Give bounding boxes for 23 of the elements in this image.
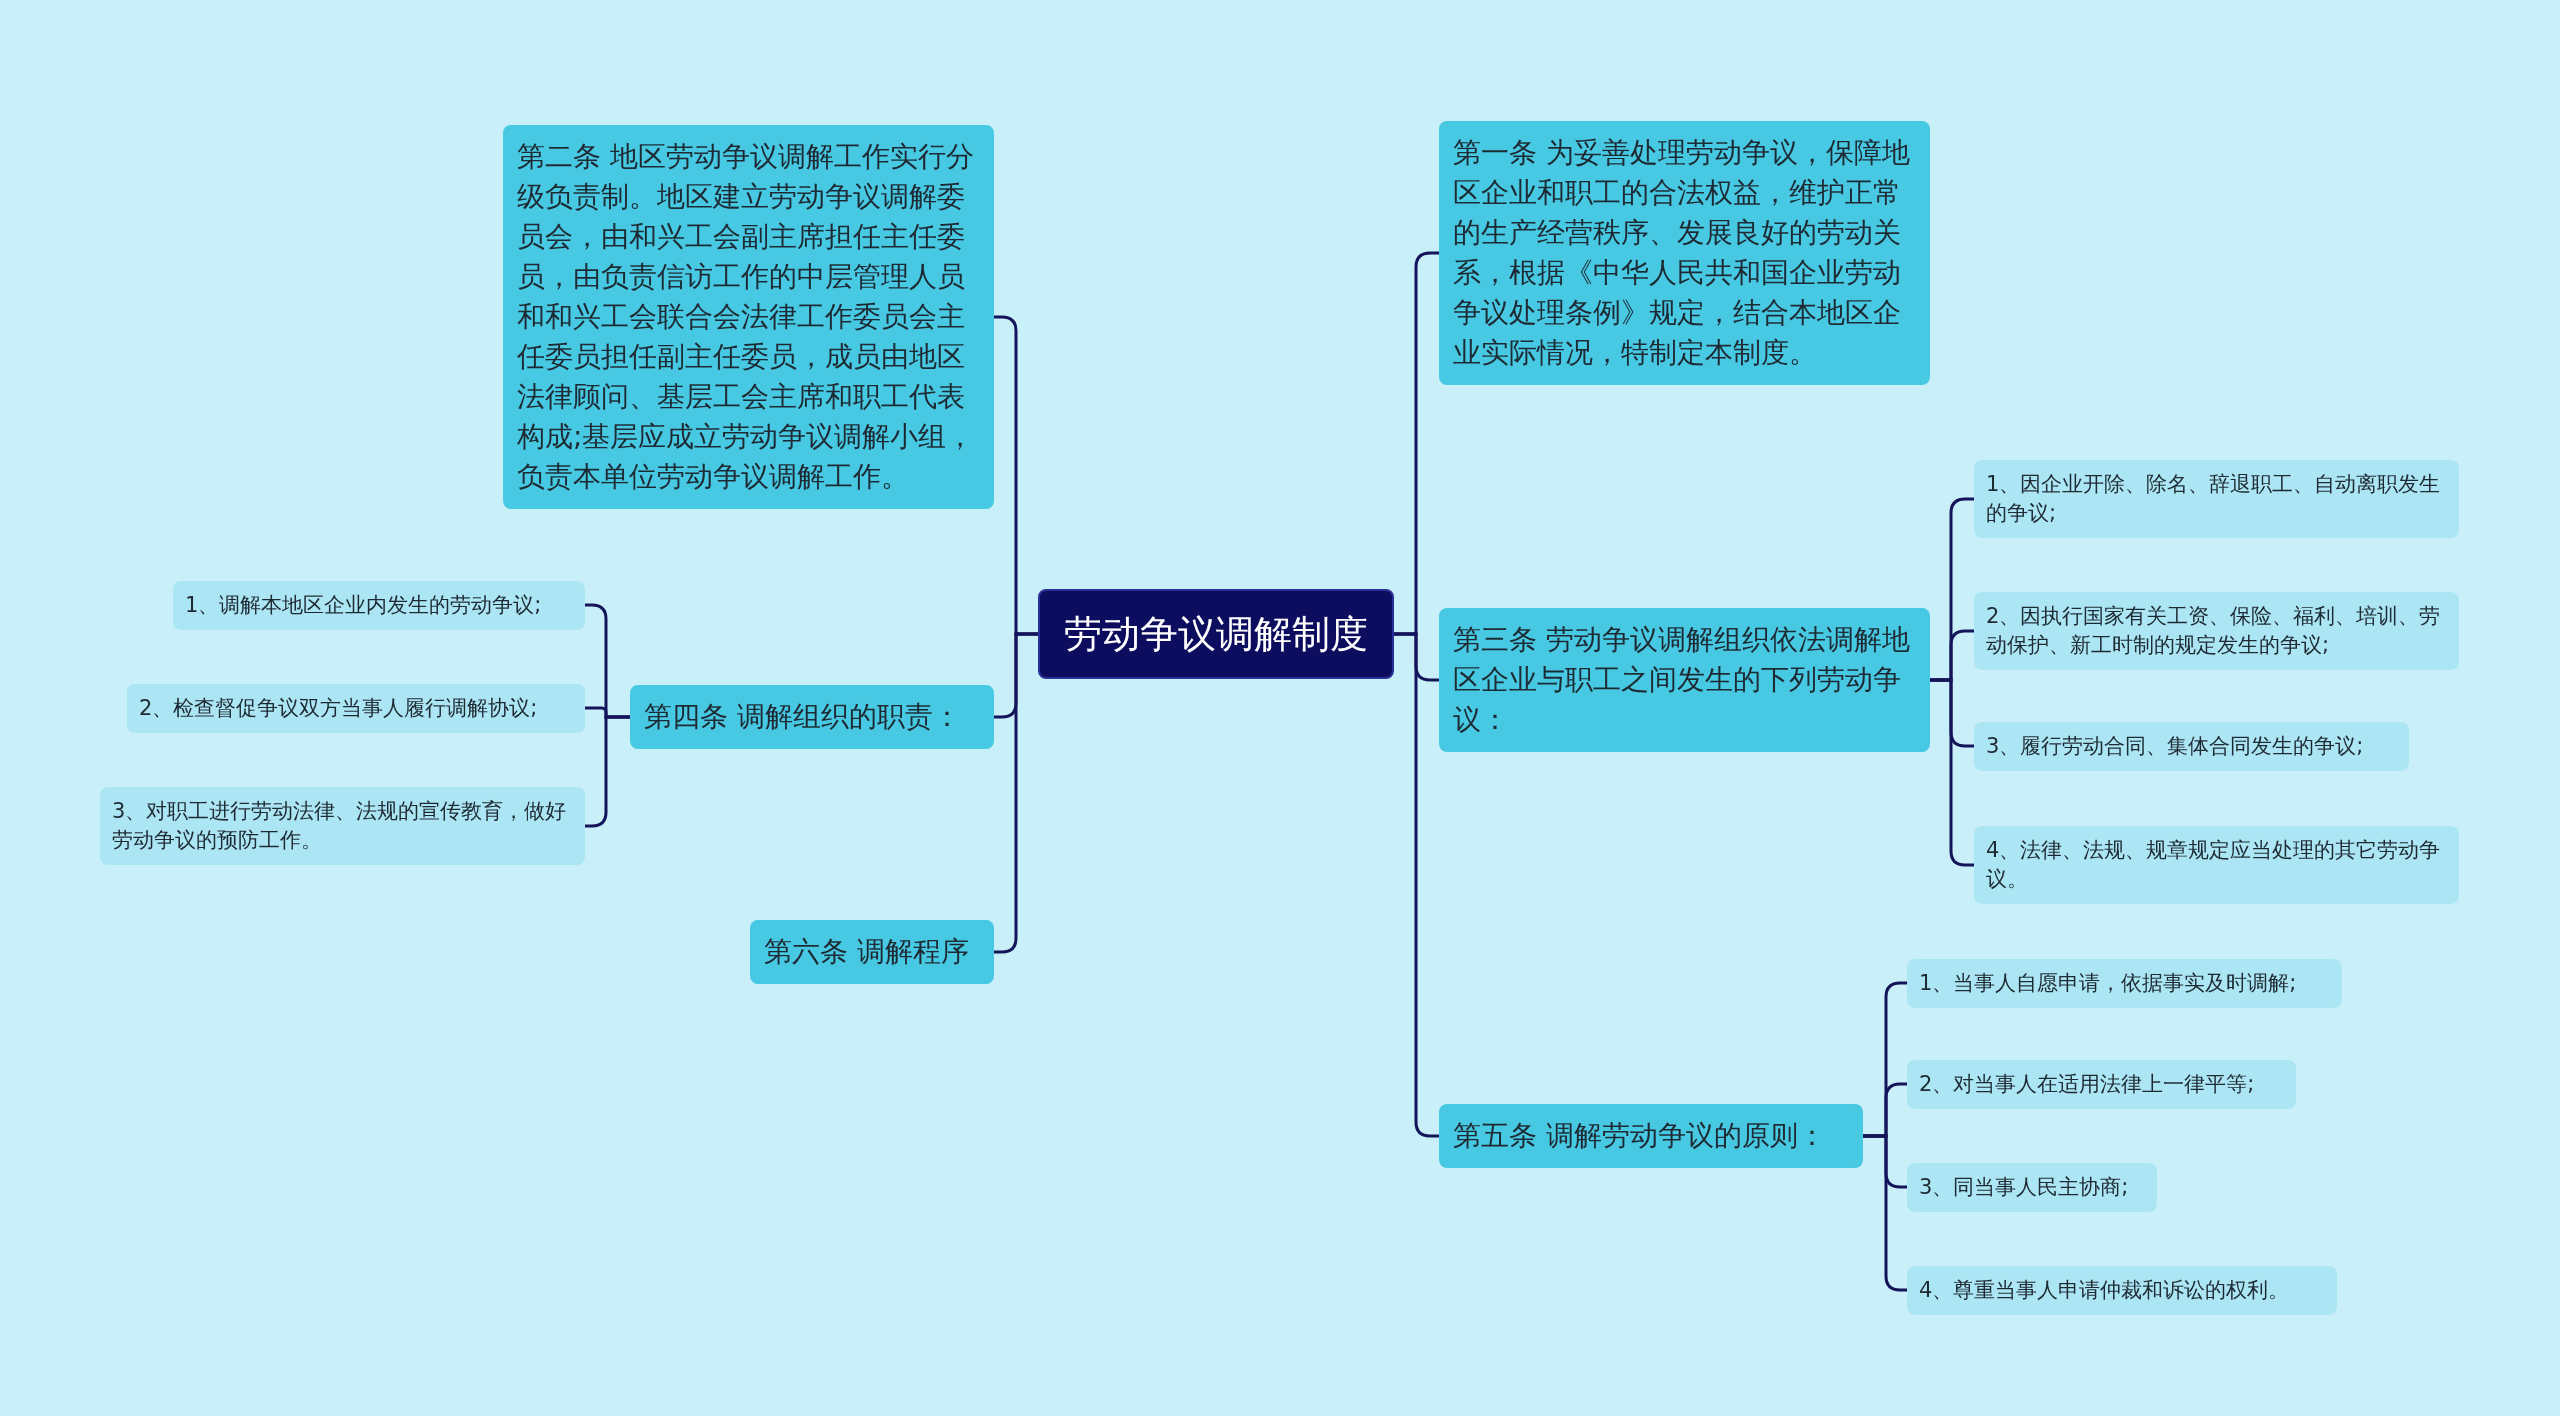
subtopic-box: 4、法律、法规、规章规定应当处理的其它劳动争议。 xyxy=(1974,826,2459,904)
topic-box: 第二条 地区劳动争议调解工作实行分级负责制。地区建立劳动争议调解委员会，由和兴工会副主席担任主任委员，由负责信访工作的中层管理人员和和兴工会联合会法律工作委员会主任委员担任副主任委员，成员由地区法律顾问、基层工会主席和职工代表构成;基层应成立劳动争议调解小组，负责本单位劳动争议调解工作。 xyxy=(503,125,994,509)
subtopic-box: 2、检查督促争议双方当事人履行调解协议; xyxy=(127,683,585,733)
topic-box: 第六条 调解程序 xyxy=(750,920,994,984)
subtopic-box: 3、同当事人民主协商; xyxy=(1907,1162,2157,1212)
subtopic-box: 1、当事人自愿申请，依据事实及时调解; xyxy=(1907,958,2342,1008)
connector-line xyxy=(1394,632,1439,1138)
topic-box: 第一条 为妥善处理劳动争议，保障地区企业和职工的合法权益，维护正常的生产经营秩序、发展良好的劳动关系，根据《中华人民共和国企业劳动争议处理条例》规定，结合本地区企业实际情况，特制定本制度。 xyxy=(1439,121,1930,385)
subtopic-box: 1、因企业开除、除名、辞退职工、自动离职发生的争议; xyxy=(1974,460,2459,538)
subtopic-box: 1、调解本地区企业内发生的劳动争议; xyxy=(173,580,585,630)
connector-line xyxy=(1930,678,1974,867)
subtopic-box: 2、对当事人在适用法律上一律平等; xyxy=(1907,1059,2296,1109)
subtopic-box: 2、因执行国家有关工资、保险、福利、培训、劳动保护、新工时制的规定发生的争议; xyxy=(1974,592,2459,670)
subtopic-box: 3、履行劳动合同、集体合同发生的争议; xyxy=(1974,721,2409,771)
root-topic-box: 劳动争议调解制度 xyxy=(1038,589,1394,679)
connector-line xyxy=(994,632,1038,954)
topic-box: 第五条 调解劳动争议的原则： xyxy=(1439,1104,1863,1168)
connector-line xyxy=(1863,1134,1907,1292)
subtopic-box: 4、尊重当事人申请仲裁和诉讼的权利。 xyxy=(1907,1265,2337,1315)
topic-box: 第三条 劳动争议调解组织依法调解地区企业与职工之间发生的下列劳动争议： xyxy=(1439,608,1930,752)
topic-box: 第四条 调解组织的职责： xyxy=(630,685,994,749)
subtopic-box: 3、对职工进行劳动法律、法规的宣传教育，做好劳动争议的预防工作。 xyxy=(100,787,585,865)
connector-line xyxy=(585,715,630,828)
